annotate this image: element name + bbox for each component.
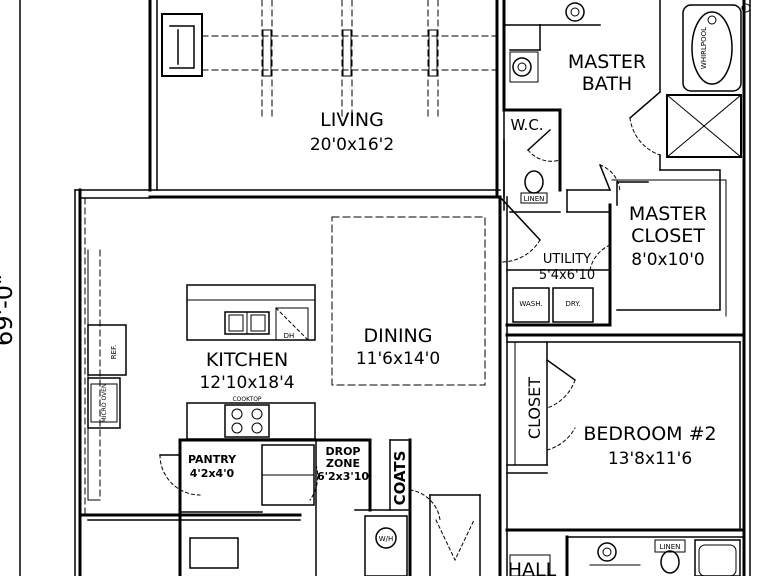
pantry-label: PANTRY bbox=[188, 453, 237, 466]
cooktop-label: COOKTOP bbox=[232, 396, 261, 403]
utility-dims: 5'4x6'10 bbox=[539, 268, 595, 283]
water-heater-label: W/H bbox=[379, 535, 394, 543]
bedroom2-label: BEDROOM #2 bbox=[583, 423, 716, 445]
drop-zone-label-1: DROP bbox=[325, 445, 360, 458]
dining-label: DINING bbox=[364, 325, 433, 347]
linen-label-1: LINEN bbox=[524, 195, 545, 203]
living-dims: 20'0x16'2 bbox=[310, 135, 394, 155]
master-bath-label-2: BATH bbox=[582, 73, 632, 95]
overall-dimension: 69'-0" bbox=[0, 274, 18, 346]
linen-label-2: LINEN bbox=[660, 543, 681, 551]
wc-label: W.C. bbox=[510, 116, 543, 134]
kitchen-label: KITCHEN bbox=[206, 349, 288, 371]
micro-oven-label: MICRO OVEN bbox=[101, 384, 108, 423]
washer-label: WASH. bbox=[519, 300, 542, 308]
dryer-label: DRY. bbox=[566, 300, 581, 308]
bedroom2-dims: 13'8x11'6 bbox=[608, 449, 692, 469]
master-closet-dims: 8'0x10'0 bbox=[631, 250, 705, 270]
pantry-dims: 4'2x4'0 bbox=[190, 467, 235, 480]
master-closet-label-2: CLOSET bbox=[631, 225, 705, 247]
kitchen-dims: 12'10x18'4 bbox=[199, 373, 294, 393]
drop-zone-dims: 6'2x3'10 bbox=[317, 470, 369, 483]
living-label: LIVING bbox=[320, 109, 384, 131]
drop-zone-label-2: ZONE bbox=[326, 457, 360, 470]
dishwasher-label: DH bbox=[284, 332, 295, 340]
utility-label: UTILITY bbox=[543, 252, 591, 267]
master-closet-label-1: MASTER bbox=[629, 203, 707, 225]
dining-dims: 11'6x14'0 bbox=[356, 349, 440, 369]
master-bath-label-1: MASTER bbox=[568, 51, 646, 73]
closet-label: CLOSET bbox=[525, 377, 544, 439]
coats-label: COATS bbox=[391, 451, 409, 506]
hall-label: HALL bbox=[508, 559, 557, 576]
refrigerator-label: REF. bbox=[110, 345, 118, 359]
whirlpool-label: WHIRLPOOL bbox=[700, 27, 708, 69]
